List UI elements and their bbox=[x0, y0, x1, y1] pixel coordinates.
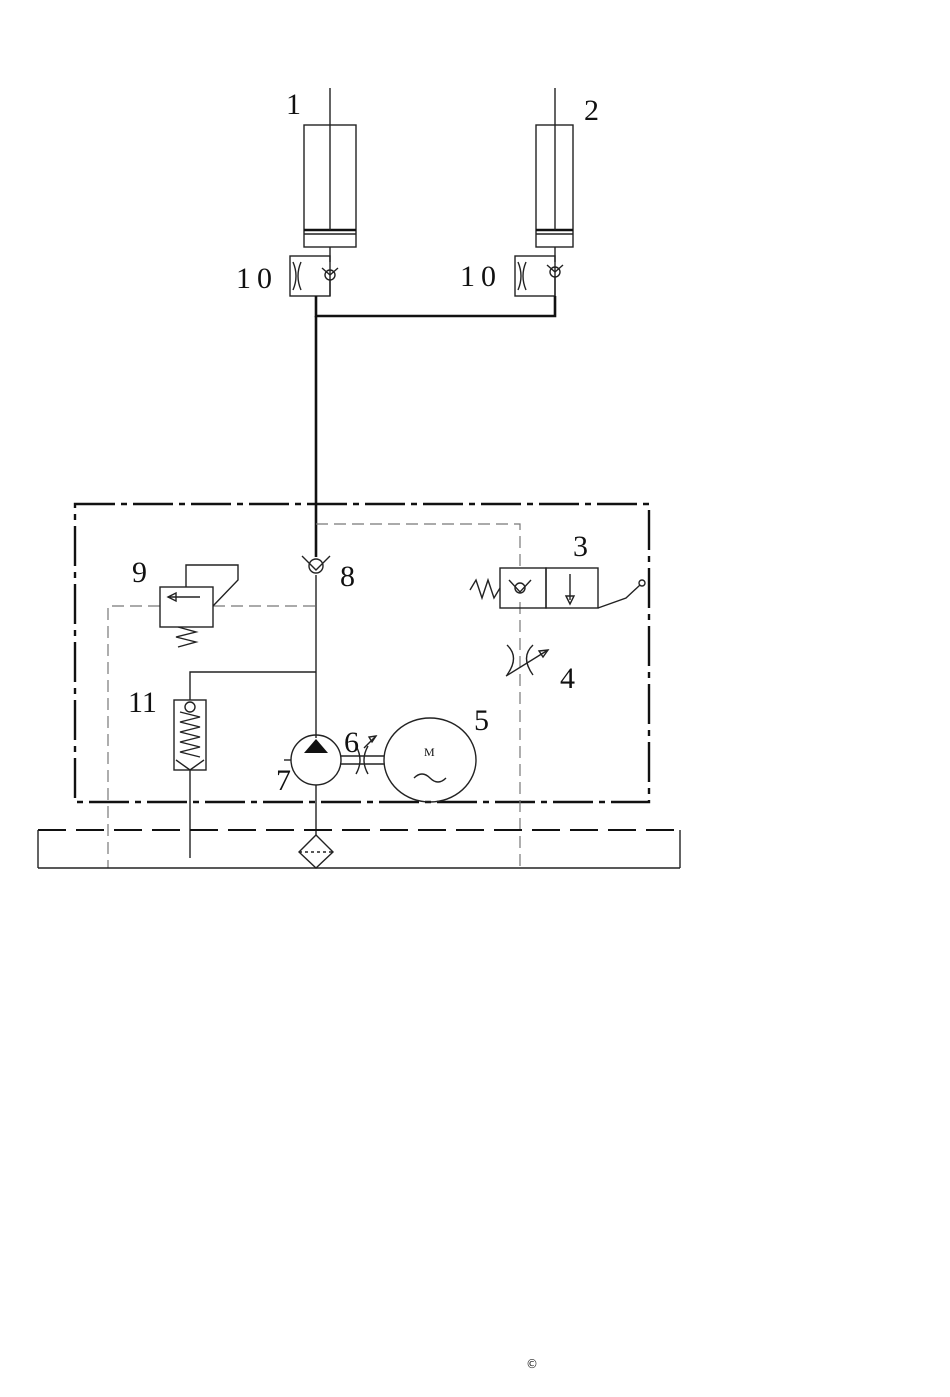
copyright-mark: © bbox=[526, 1357, 538, 1371]
motor-5 bbox=[384, 718, 476, 802]
label-lock-10-left: 10 bbox=[236, 262, 278, 295]
power-unit-enclosure bbox=[75, 504, 649, 802]
relief-valve-9 bbox=[160, 565, 238, 647]
pump-7 bbox=[284, 735, 341, 835]
pressure-line bbox=[190, 296, 555, 738]
oil-tank bbox=[38, 830, 680, 868]
cylinder-1 bbox=[304, 88, 356, 262]
label-motor-5: 5 bbox=[474, 704, 489, 737]
label-lock-10-right: 10 bbox=[460, 260, 502, 293]
label-cylinder-1: 1 bbox=[286, 88, 301, 121]
motor-symbol: M bbox=[424, 745, 435, 759]
label-relief-valve-9: 9 bbox=[132, 556, 147, 589]
label-throttle-4: 4 bbox=[560, 662, 575, 695]
hydraulic-lock-10-right bbox=[515, 256, 563, 296]
label-accumulator-11: 11 bbox=[128, 686, 157, 719]
return-lines bbox=[108, 524, 520, 868]
label-check-valve-8: 8 bbox=[340, 560, 355, 593]
label-pump-7: 7 bbox=[276, 764, 291, 797]
accumulator-11 bbox=[174, 700, 206, 858]
cylinder-2 bbox=[536, 88, 573, 262]
label-coupling-6: 6 bbox=[344, 726, 359, 759]
label-cylinder-2: 2 bbox=[584, 94, 599, 127]
suction-filter bbox=[299, 835, 333, 868]
hydraulic-lock-10-left bbox=[290, 256, 338, 296]
throttle-valve-4 bbox=[506, 645, 548, 676]
manual-valve-3 bbox=[470, 568, 645, 608]
check-valve-8 bbox=[302, 556, 330, 573]
label-valve-3: 3 bbox=[573, 530, 588, 563]
